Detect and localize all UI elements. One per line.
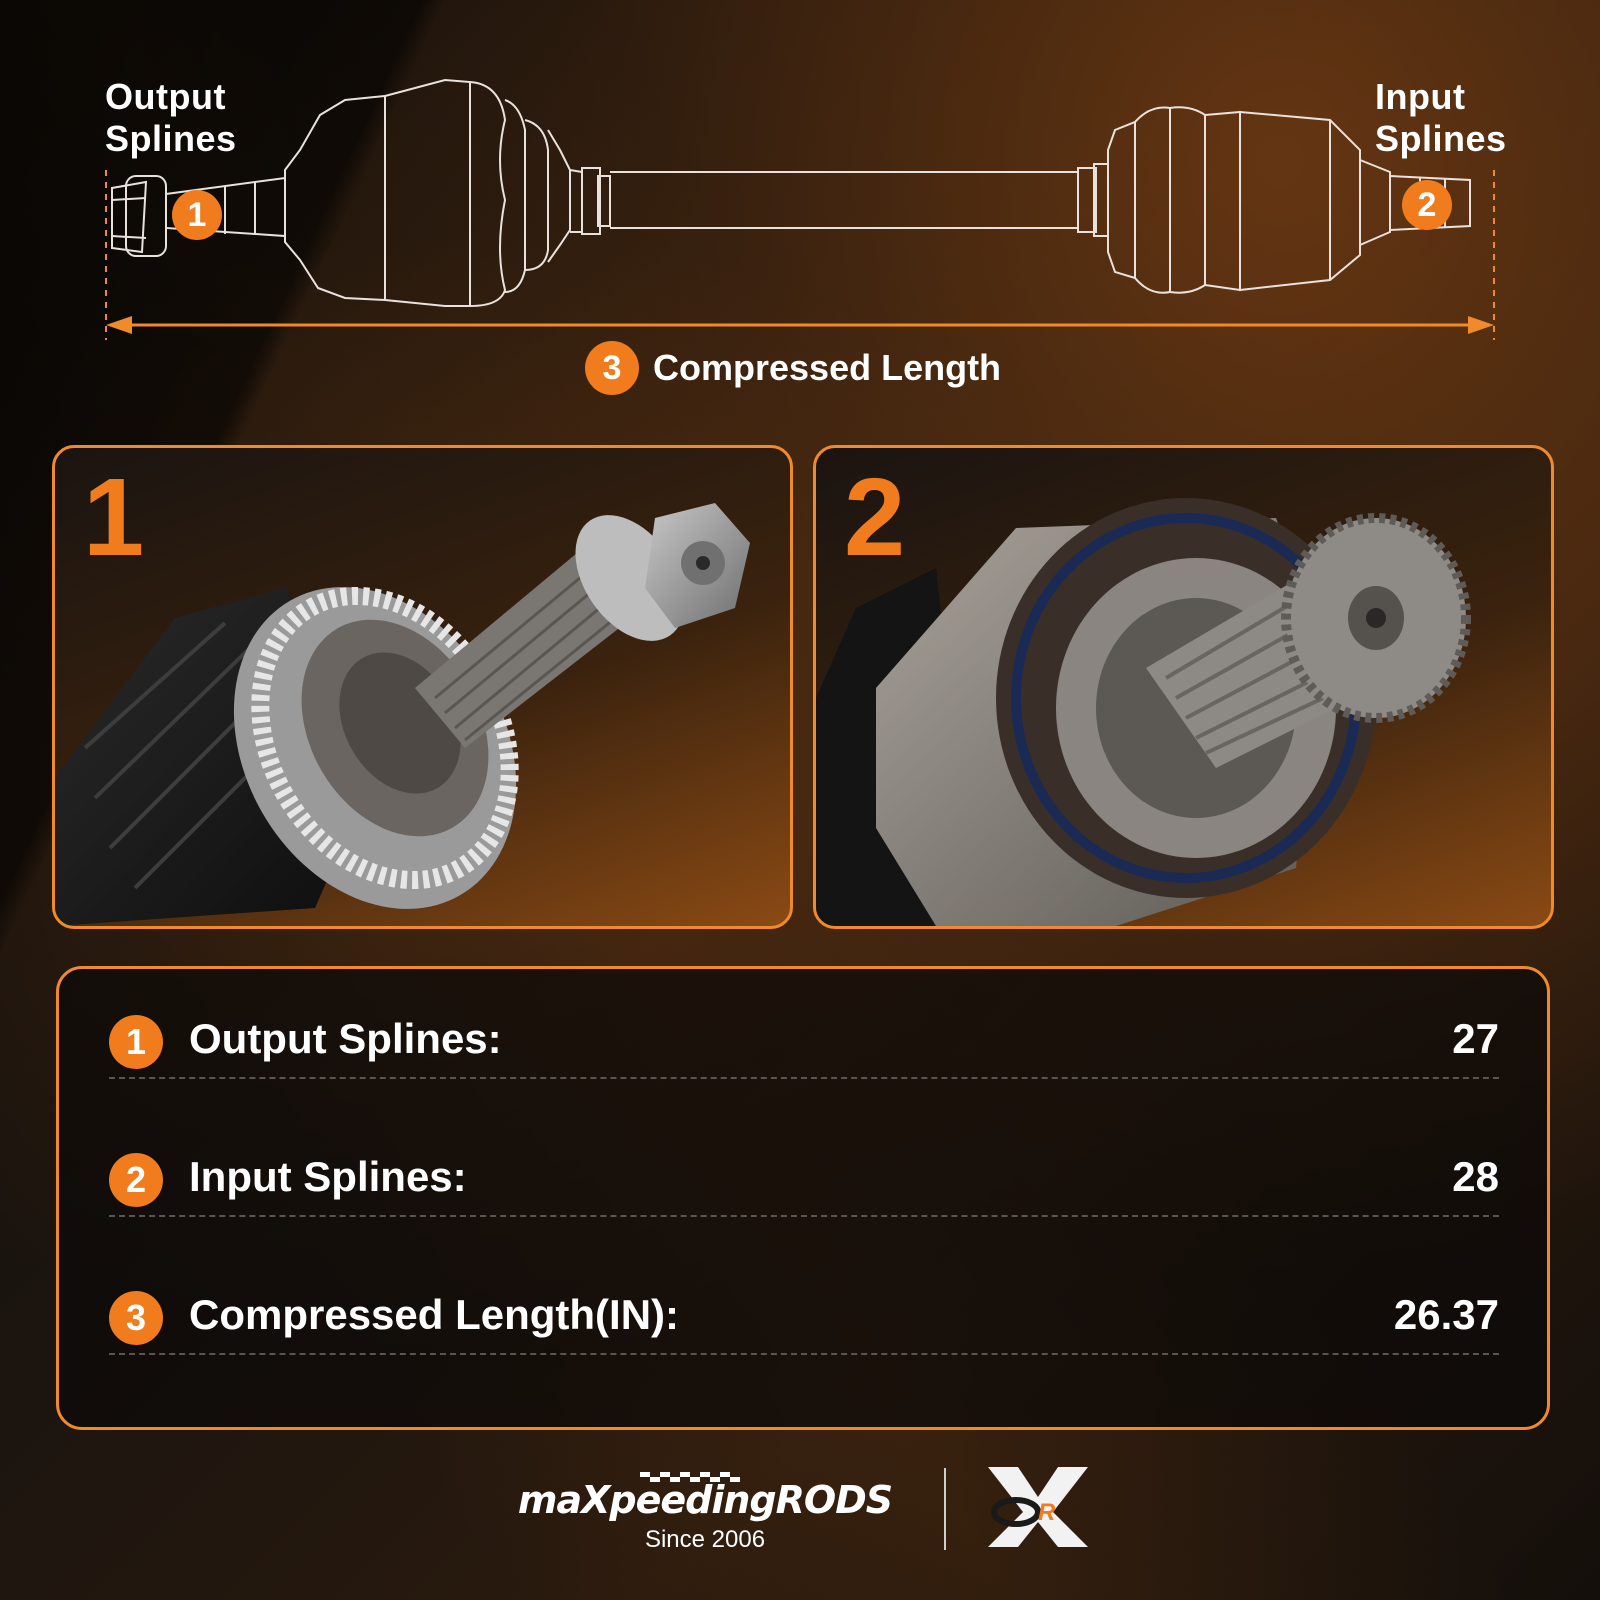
- cv-axle-outline-drawing: [105, 78, 1495, 340]
- or-x-logo: R: [978, 1462, 1098, 1557]
- input-label-line2: Splines: [1375, 118, 1507, 159]
- spec-label-output-splines: Output Splines:: [189, 1015, 502, 1062]
- maxpeedingrods-logo: maXpeedingRODS Since 2006: [505, 1470, 905, 1554]
- spec-badge-3: 3: [109, 1291, 163, 1345]
- panel-number-2: 2: [844, 456, 906, 579]
- badge-3: 3: [585, 341, 639, 395]
- output-end-photo: [55, 503, 750, 926]
- badge-2: 2: [1402, 180, 1452, 230]
- output-splines-photo-panel: 1: [52, 445, 793, 929]
- spec-label-compressed-length: Compressed Length(IN):: [189, 1291, 680, 1338]
- spec-row-compressed-length: 3 Compressed Length(IN): 26.37: [109, 1273, 1499, 1355]
- x-logo-icon: R: [988, 1467, 1088, 1547]
- spec-value-compressed-length: 26.37: [1393, 1291, 1499, 1338]
- footer-logos: maXpeedingRODS Since 2006 R: [0, 1440, 1600, 1600]
- input-splines-photo-panel: 2: [813, 445, 1554, 929]
- panel-number-1: 1: [83, 456, 145, 579]
- output-label-line2: Splines: [105, 118, 237, 159]
- input-label-line1: Input: [1375, 76, 1466, 117]
- output-label-line1: Output: [105, 76, 226, 117]
- compressed-length-label: Compressed Length: [653, 347, 1002, 388]
- spec-label-input-splines: Input Splines:: [189, 1153, 467, 1200]
- badge-1: 1: [172, 190, 222, 240]
- axle-diagram: Output Splines Input Splines 1 2 3 Compr…: [0, 0, 1600, 420]
- input-end-photo: [816, 498, 1471, 926]
- spec-row-input-splines: 2 Input Splines: 28: [109, 1135, 1499, 1217]
- or-logo-letter: R: [1038, 1499, 1056, 1526]
- brand-name: maXpeedingRODS: [517, 1478, 893, 1522]
- footer-divider: [944, 1468, 946, 1550]
- spec-table: 1 Output Splines: 27 2 Input Splines: 28…: [56, 966, 1550, 1430]
- checkered-flag-icon: [640, 1472, 740, 1482]
- output-splines-label: Output Splines: [105, 76, 237, 160]
- spec-badge-2: 2: [109, 1153, 163, 1207]
- compressed-length-title: 3 Compressed Length: [585, 340, 1001, 396]
- spec-value-output-splines: 27: [1452, 1015, 1499, 1062]
- brand-since: Since 2006: [644, 1526, 766, 1553]
- spec-row-output-splines: 1 Output Splines: 27: [109, 997, 1499, 1079]
- spec-value-input-splines: 28: [1452, 1153, 1499, 1200]
- spec-badge-1: 1: [109, 1015, 163, 1069]
- input-splines-label: Input Splines: [1375, 76, 1507, 160]
